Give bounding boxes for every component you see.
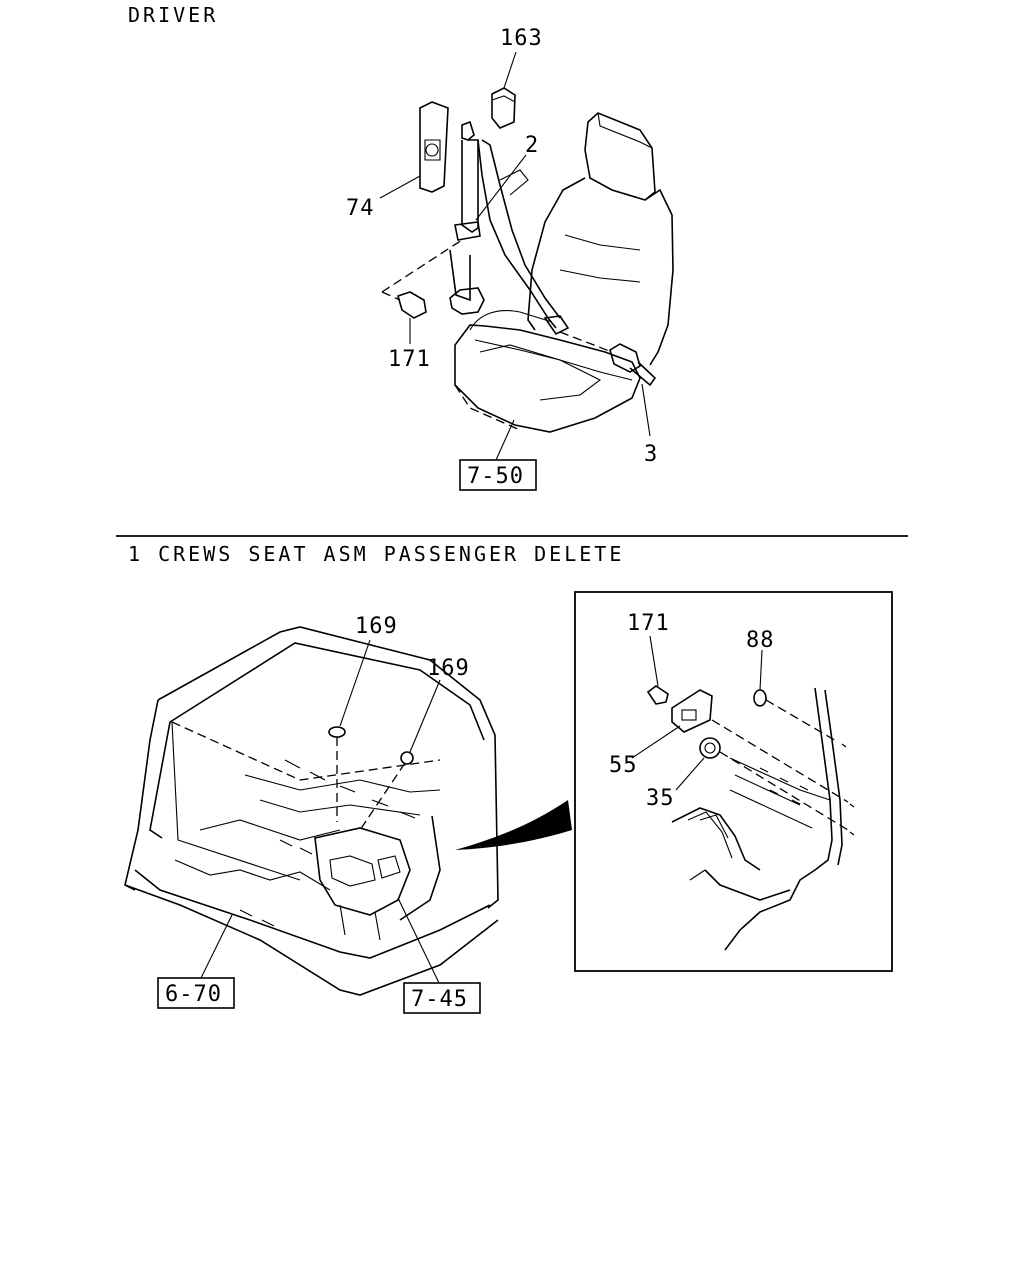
callout-163: 163 — [500, 26, 543, 51]
callout-88: 88 — [746, 628, 775, 653]
driver-seat-illustration — [379, 51, 674, 461]
callout-169-a: 169 — [355, 614, 398, 639]
ref-box-7-50: 7-50 — [459, 459, 537, 491]
callout-35: 35 — [646, 786, 675, 811]
callout-169-b: 169 — [427, 656, 470, 681]
callout-3: 3 — [644, 442, 658, 467]
svg-text:7-50: 7-50 — [467, 464, 524, 489]
svg-text:7-45: 7-45 — [411, 987, 468, 1012]
section-heading-driver: DRIVER — [128, 3, 218, 27]
detail-inset — [574, 591, 893, 972]
svg-text:6-70: 6-70 — [165, 982, 222, 1007]
callout-171-top: 171 — [388, 347, 431, 372]
ref-box-6-70: 6-70 — [157, 977, 235, 1009]
callout-171-detail: 171 — [627, 611, 670, 636]
cab-floor-illustration — [124, 626, 572, 996]
ref-box-7-45: 7-45 — [403, 982, 481, 1014]
section-heading-crews-seat: 1 CREWS SEAT ASM PASSENGER DELETE — [128, 542, 624, 566]
callout-2: 2 — [525, 133, 539, 158]
callout-55: 55 — [609, 753, 638, 778]
callout-74: 74 — [346, 196, 375, 221]
